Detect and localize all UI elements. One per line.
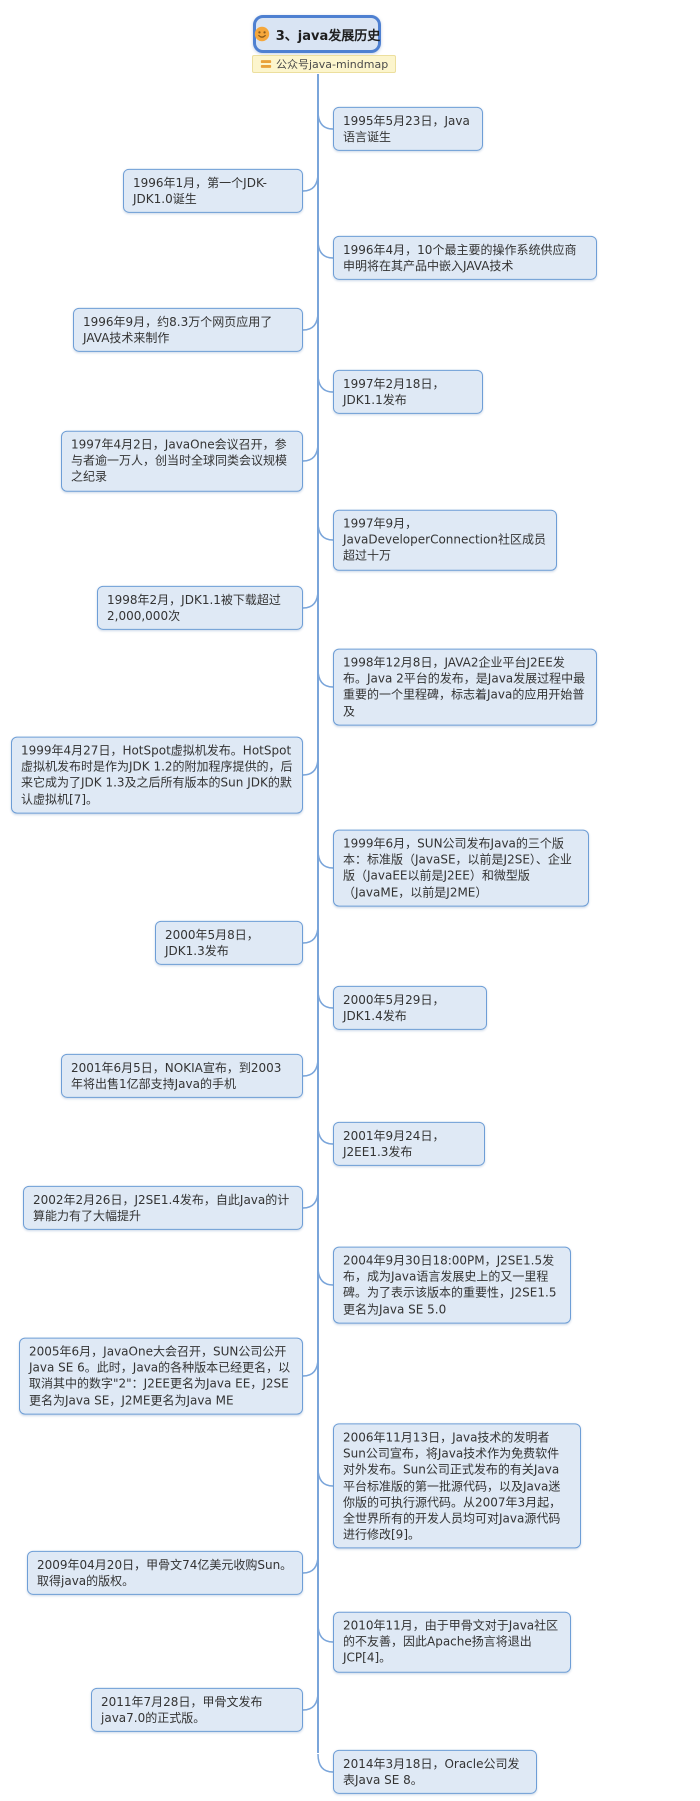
branch-line-1996-webpages [302,311,319,331]
timeline-node-1998-j2ee[interactable]: 1998年12月8日，JAVA2企业平台J2EE发布。Java 2平台的发布，是… [333,648,597,726]
branch-line-1997-jdc [317,521,334,541]
branch-line-1999-hotspot [302,756,319,776]
branch-line-2006-opensrc [317,1467,334,1487]
branch-line-2011-java7 [302,1691,319,1711]
branch-line-2014-java8 [317,1753,334,1773]
timeline-node-2001-nokia[interactable]: 2001年6月5日，NOKIA宣布，到2003年将出售1亿部支持Java的手机 [61,1053,303,1099]
branch-line-2010-apache [317,1623,334,1643]
timeline-node-2001-j2ee13[interactable]: 2001年9月24日，J2EE1.3发布 [333,1121,485,1167]
branch-line-1998-download [302,589,319,609]
timeline-node-2010-apache[interactable]: 2010年11月，由于甲骨文对于Java社区的不友善，因此Apache扬言将退出… [333,1611,571,1673]
smiley-icon [254,26,270,42]
branch-line-2004-j2se15 [317,1266,334,1286]
timeline-node-1995-birth[interactable]: 1995年5月23日，Java语言诞生 [333,106,483,152]
watermark-label[interactable]: 公众号java-mindmap [252,55,397,73]
timeline-node-2000-jdk13[interactable]: 2000年5月8日，JDK1.3发布 [155,920,303,966]
branch-line-1995-birth [317,110,334,130]
branch-line-1997-javaone [302,442,319,462]
timeline-node-1999-hotspot[interactable]: 1999年4月27日，HotSpot虚拟机发布。HotSpot虚拟机发布时是作为… [11,736,303,814]
branch-line-2009-oracle [302,1554,319,1574]
branch-line-2000-jdk13 [302,924,319,944]
timeline-node-2002-j2se14[interactable]: 2002年2月26日，J2SE1.4发布，自此Java的计算能力有了大幅提升 [23,1185,303,1231]
timeline-node-2005-rename[interactable]: 2005年6月，JavaOne大会召开，SUN公司公开Java SE 6。此时，… [19,1337,303,1415]
branch-line-2000-jdk14 [317,989,334,1009]
timeline-node-2006-opensrc[interactable]: 2006年11月13日，Java技术的发明者Sun公司宣布，将Java技术作为免… [333,1423,581,1549]
branch-line-2001-nokia [302,1057,319,1077]
timeline-node-1996-jdk10[interactable]: 1996年1月，第一个JDK-JDK1.0诞生 [123,168,303,214]
timeline-node-1997-jdk11[interactable]: 1997年2月18日，JDK1.1发布 [333,369,483,415]
branch-line-1997-jdk11 [317,373,334,393]
timeline-node-1997-javaone[interactable]: 1997年4月2日，JavaOne会议召开，参与者逾一万人，创当时全球同类会议规… [61,430,303,492]
timeline-node-2014-java8[interactable]: 2014年3月18日，Oracle公司发表Java SE 8。 [333,1749,537,1795]
timeline-node-2011-java7[interactable]: 2011年7月28日，甲骨文发布java7.0的正式版。 [91,1687,303,1733]
branch-line-2005-rename [302,1357,319,1377]
watermark-text: 公众号java-mindmap [276,58,389,71]
branch-line-1999-editions [317,849,334,869]
timeline-node-1998-download[interactable]: 1998年2月，JDK1.1被下载超过2,000,000次 [97,585,303,631]
branch-line-2002-j2se14 [302,1189,319,1209]
branch-line-2001-j2ee13 [317,1125,334,1145]
timeline-node-1999-editions[interactable]: 1999年6月，SUN公司发布Java的三个版本：标准版（JavaSE，以前是J… [333,829,589,907]
branch-line-1996-vendors [317,239,334,259]
timeline-node-1997-jdc[interactable]: 1997年9月，JavaDeveloperConnection社区成员超过十万 [333,509,557,571]
timeline-node-1996-webpages[interactable]: 1996年9月，约8.3万个网页应用了JAVA技术来制作 [73,307,303,353]
timeline-node-2009-oracle[interactable]: 2009年04月20日，甲骨文74亿美元收购Sun。取得java的版权。 [27,1550,303,1596]
root-topic[interactable]: 3、java发展历史 [253,15,381,53]
timeline-node-2000-jdk14[interactable]: 2000年5月29日，JDK1.4发布 [333,985,487,1031]
branch-line-1998-j2ee [317,668,334,688]
root-topic-title: 3、java发展历史 [275,28,381,44]
timeline-node-1996-vendors[interactable]: 1996年4月，10个最主要的操作系统供应商申明将在其产品中嵌入JAVA技术 [333,235,597,281]
branch-line-1996-jdk10 [302,172,319,192]
timeline-node-2004-j2se15[interactable]: 2004年9月30日18:00PM，J2SE1.5发布，成为Java语言发展史上… [333,1246,571,1324]
list-icon [260,58,272,70]
